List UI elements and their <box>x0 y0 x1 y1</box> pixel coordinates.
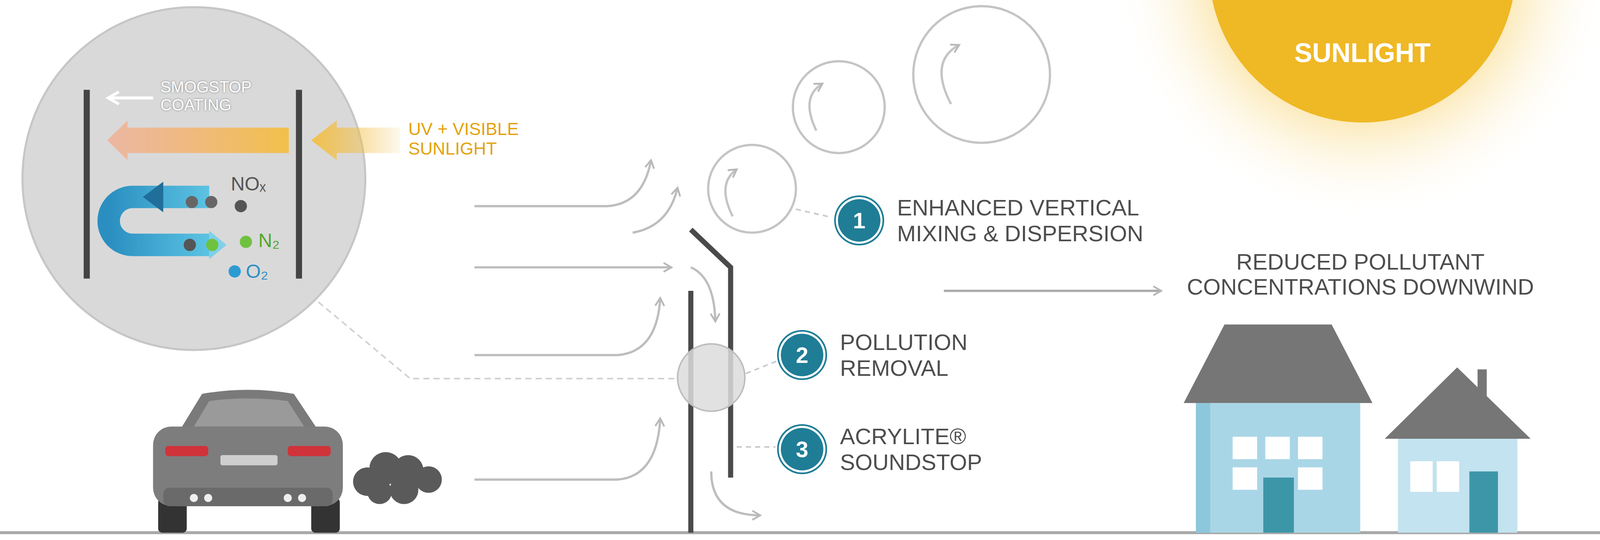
callout-number: 3 <box>780 427 824 471</box>
callout-heading: POLLUTION REMOVAL <box>840 329 1003 381</box>
molecule-label: N₂ <box>258 230 280 252</box>
callout-heading: ENHANCED VERTICAL MIXING & DISPERSION <box>897 194 1203 247</box>
car-illustration <box>152 390 343 533</box>
coating-inset <box>22 7 400 350</box>
car-illustration <box>193 398 304 427</box>
mixing-swirl <box>725 169 737 217</box>
leader-line <box>736 209 832 448</box>
mixing-swirl <box>708 145 797 233</box>
airflow-arrow <box>711 471 761 515</box>
noise-barrier <box>677 229 745 533</box>
house-illustration <box>1265 436 1290 460</box>
coating-inset <box>108 96 154 100</box>
car-illustration <box>283 493 293 503</box>
callout-item: 1 ENHANCED VERTICAL MIXING & DISPERSION <box>837 194 1203 247</box>
coating-inset <box>142 181 164 213</box>
house-illustration <box>1297 436 1323 460</box>
coating-inset <box>234 200 247 213</box>
house-illustration <box>1232 436 1258 460</box>
house-illustration <box>1436 461 1460 492</box>
coating-inset <box>228 265 241 278</box>
house-illustration <box>1397 436 1518 533</box>
car-illustration <box>204 493 213 503</box>
leader-line <box>745 361 777 374</box>
car-illustration <box>190 493 199 503</box>
sunlight-label: UV + VISIBLE SUNLIGHT <box>408 119 559 159</box>
car-illustration <box>179 390 319 431</box>
molecule-label: O₂ <box>245 260 269 283</box>
car-illustration <box>152 426 343 507</box>
coating-inset <box>205 195 218 208</box>
molecule-label: NOₓ <box>230 173 266 195</box>
sun-circle: SUNLIGHT <box>1209 0 1516 106</box>
coating-inset <box>83 90 90 279</box>
airflow-arrow <box>474 266 672 269</box>
exhaust-cloud <box>367 479 393 505</box>
house-illustration <box>1263 477 1294 533</box>
noise-barrier <box>688 290 694 533</box>
sun-label: SUNLIGHT <box>1294 37 1431 69</box>
coating-inset <box>183 238 196 251</box>
airflow-arrow <box>474 160 761 515</box>
coating-inset <box>311 120 400 161</box>
exhaust-cloud <box>390 475 419 505</box>
leader-line <box>318 302 678 379</box>
car-illustration <box>297 493 307 503</box>
noise-barrier <box>677 343 745 412</box>
car-illustration <box>287 445 331 456</box>
house-illustration <box>1410 461 1433 492</box>
house-illustration <box>1195 402 1210 533</box>
house-illustration <box>1384 367 1531 439</box>
house-illustration <box>1195 402 1360 533</box>
leader-line <box>736 446 776 448</box>
coating-inset <box>206 238 219 251</box>
exhaust-cloud <box>415 466 443 493</box>
car-illustration <box>220 455 278 465</box>
callout-item: 2 POLLUTION REMOVAL <box>780 329 1003 381</box>
coating-inset <box>295 90 303 279</box>
callout-number: 1 <box>837 199 881 242</box>
sun-glow <box>1112 0 1600 220</box>
airflow-arrow <box>474 160 652 206</box>
airflow-arrow <box>474 418 661 480</box>
house-illustration <box>1469 471 1499 533</box>
airflow-arrow <box>632 187 678 233</box>
mixing-swirl <box>941 45 960 105</box>
sun-shape <box>1209 0 1516 123</box>
car-illustration <box>163 487 333 507</box>
coating-inset <box>185 195 198 208</box>
leader-line <box>318 302 678 379</box>
callout-heading: ACRYLITE® SOUNDSTOP <box>840 423 1003 475</box>
mixing-swirl <box>792 61 885 153</box>
house-illustration <box>1183 324 1373 404</box>
airflow-arrow <box>474 297 661 355</box>
coating-inset <box>240 235 253 248</box>
coating-label: SMOGSTOP COATING <box>160 78 250 114</box>
house-illustration <box>1183 324 1531 533</box>
callout-item: 3 ACRYLITE® SOUNDSTOP <box>780 423 1003 475</box>
sun-glow <box>1112 0 1600 220</box>
callout-number: 2 <box>780 333 824 377</box>
mixing-swirl <box>913 6 1050 143</box>
house-illustration <box>1297 467 1323 490</box>
result-label: REDUCED POLLUTANT CONCENTRATIONS DOWNWIN… <box>1173 249 1548 300</box>
exhaust-cloud <box>352 452 442 505</box>
leader-line <box>795 209 832 218</box>
house-illustration <box>1232 467 1258 490</box>
coating-inset <box>22 7 366 350</box>
mixing-swirl <box>809 83 823 131</box>
coating-inset <box>107 120 289 161</box>
downwind-arrow <box>943 289 1162 292</box>
car-illustration <box>165 445 209 456</box>
downwind-arrow <box>943 290 1162 292</box>
airflow-arrow <box>690 267 716 322</box>
